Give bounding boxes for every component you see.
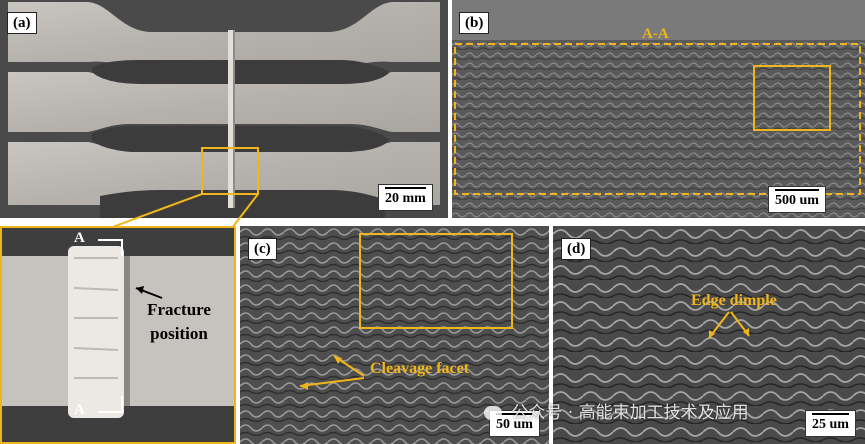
fracture-position-label: Fracture position xyxy=(147,300,211,343)
panel-a-label: (a) xyxy=(7,12,37,34)
panel-d-scale-text: 25 um xyxy=(812,417,849,432)
panel-a-scale-text: 20 mm xyxy=(385,191,426,206)
panel-a-scale-bar: 20 mm xyxy=(378,184,433,211)
panel-b: (b) A-A 500 um xyxy=(452,0,865,218)
marker-a-bottom: A xyxy=(74,402,85,418)
panel-b-label: (b) xyxy=(459,12,490,34)
panel-zoom: A A Fracture position xyxy=(0,226,236,444)
scale-line xyxy=(385,187,426,189)
zoom-photo xyxy=(2,228,234,442)
panel-d-label: (d) xyxy=(561,238,592,260)
watermark-text: 公众号 · 高能束加工技术及应用 xyxy=(511,403,749,423)
scale-line xyxy=(496,413,533,415)
section-label: A-A xyxy=(642,26,669,42)
panel-b-sem-image xyxy=(452,0,865,218)
panel-c-scale-text: 50 um xyxy=(496,417,533,432)
scale-line xyxy=(812,413,849,415)
edge-dimple-label: Edge dimple xyxy=(691,292,777,309)
panel-d-sem-image xyxy=(553,226,865,444)
cleavage-facet-label: Cleavage facet xyxy=(370,360,470,377)
panel-d-scale-bar: 25 um xyxy=(805,410,856,437)
panel-b-scale-text: 500 um xyxy=(775,193,819,208)
watermark: 公众号 · 高能束加工技术及应用 xyxy=(484,398,749,423)
wechat-icon xyxy=(484,406,502,420)
marker-a-top: A xyxy=(74,230,85,246)
scale-line xyxy=(775,189,819,191)
panel-b-scale-bar: 500 um xyxy=(768,186,826,213)
panel-c-label: (c) xyxy=(248,238,277,260)
panel-a: (a) 20 mm xyxy=(0,0,448,218)
panel-d: (d) Edge dimple 25 um xyxy=(553,226,865,444)
